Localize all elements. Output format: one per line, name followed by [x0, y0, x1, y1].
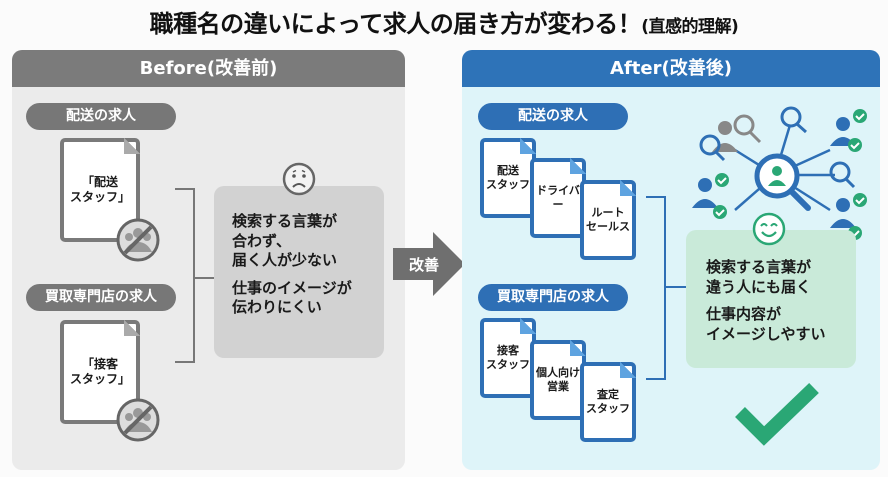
- before-connector: [175, 188, 195, 363]
- after-doc: 個人向け 営業: [530, 340, 586, 420]
- before-result-box: 検索する言葉が 合わず、 届く人が少ない 仕事のイメージが 伝わりにくい: [214, 186, 384, 358]
- after-group-label-delivery: 配送の求人: [478, 103, 628, 130]
- page-title: 職種名の違いによって求人の届き方が変わる！(直感的理解): [0, 4, 888, 39]
- improve-label: 改善: [408, 256, 439, 274]
- improve-arrow-icon: [393, 232, 465, 296]
- after-result-box: 検索する言葉が 違う人にも届く 仕事内容が イメージしやすい: [686, 230, 856, 368]
- before-result-line: 検索する言葉が 合わず、 届く人が少ない: [232, 212, 338, 269]
- before-result-line: 仕事のイメージが 伝わりにくい: [232, 278, 352, 317]
- checkmark-icon: [735, 382, 819, 446]
- after-doc: ドライバー: [530, 158, 586, 238]
- after-header: After(改善後): [462, 50, 880, 87]
- before-doc-delivery: 「配送 スタッフ」: [60, 138, 140, 242]
- after-result-line: 仕事内容が イメージしやすい: [706, 305, 826, 343]
- sad-face-icon: [282, 162, 316, 196]
- after-doc: ルート セールス: [580, 180, 636, 260]
- before-connector-stem: [195, 277, 215, 279]
- before-group-label-delivery: 配送の求人: [26, 103, 176, 130]
- smile-face-icon: [752, 212, 786, 246]
- before-group-label-buyback: 買取専門店の求人: [26, 284, 176, 311]
- after-result-line: 検索する言葉が 違う人にも届く: [706, 258, 812, 296]
- no-people-icon: [116, 218, 160, 262]
- no-people-icon: [116, 398, 160, 442]
- title-main: 職種名の違いによって求人の届き方が変わる！: [149, 10, 642, 38]
- after-doc: 接客 スタッフ: [480, 318, 536, 398]
- after-connector-stem: [666, 286, 686, 288]
- search-network-icon: [692, 106, 867, 240]
- title-sub: (直感的理解): [641, 17, 739, 37]
- after-group-label-buyback: 買取専門店の求人: [478, 284, 628, 311]
- after-doc: 配送 スタッフ: [480, 138, 536, 218]
- before-header: Before(改善前): [12, 50, 405, 87]
- after-connector: [646, 196, 666, 380]
- after-doc: 査定 スタッフ: [580, 362, 636, 442]
